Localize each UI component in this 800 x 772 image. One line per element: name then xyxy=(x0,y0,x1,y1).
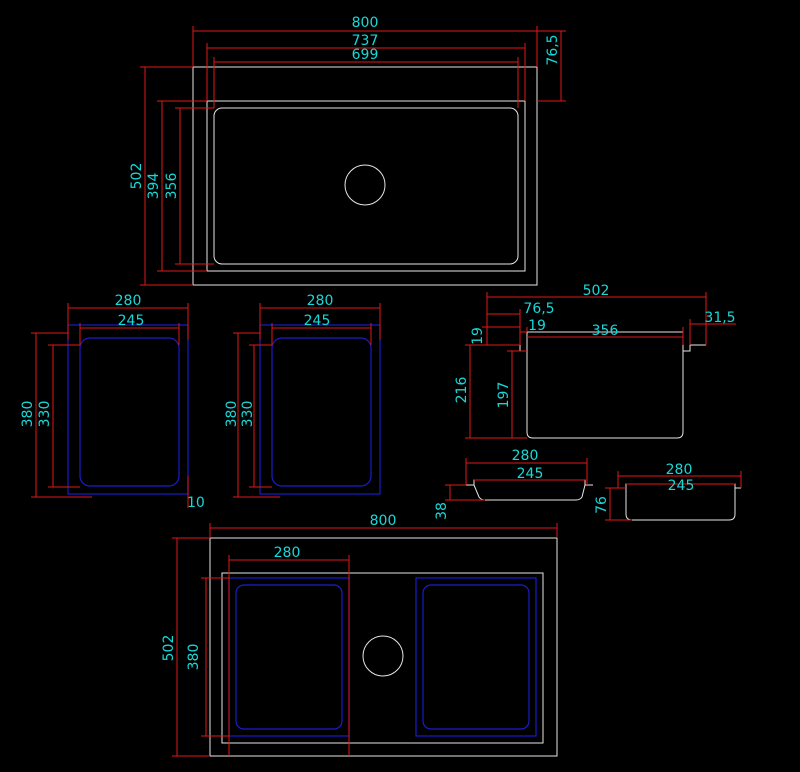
top-width-label: 800 xyxy=(352,15,379,31)
top-bowl-width-label: 699 xyxy=(352,47,379,63)
basket-right: 280 245 380 330 xyxy=(224,293,381,498)
small-section-a-inner-width-label: 245 xyxy=(517,466,544,482)
small-section-a-profile xyxy=(466,479,593,501)
section-width-label: 502 xyxy=(583,283,610,299)
section-view: 502 76,5 19 356 31,5 19 216 197 xyxy=(454,283,736,439)
section-ledge-label: 19 xyxy=(528,318,546,334)
small-section-a: 280 245 38 xyxy=(434,448,593,520)
bottom-inner-outline xyxy=(221,572,544,744)
bottom-outer-outline xyxy=(209,537,558,757)
bottom-drain-hole xyxy=(362,635,404,677)
basket-right-inner-length-label: 330 xyxy=(240,401,256,428)
top-view: 800 737 699 76,5 502 394 356 xyxy=(129,15,566,286)
section-profile xyxy=(466,331,706,439)
top-offset-label: 76,5 xyxy=(545,34,561,65)
drain-hole xyxy=(344,164,386,206)
basket-left: 280 245 380 330 10 xyxy=(20,293,205,511)
bottom-basket-right-outer xyxy=(415,577,537,737)
bottom-basket-left-inner xyxy=(235,584,343,730)
section-rim-label: 76,5 xyxy=(523,301,554,317)
basket-right-width-label: 280 xyxy=(307,293,334,309)
small-section-a-height-label: 38 xyxy=(434,502,450,520)
basket-left-inner-width-label: 245 xyxy=(118,313,145,329)
section-bowl-width-label: 356 xyxy=(592,323,619,339)
basket-left-width-label: 280 xyxy=(115,293,142,309)
bottom-view: 800 280 502 380 xyxy=(161,513,558,757)
bottom-basket-left-outer xyxy=(228,577,350,737)
section-step-label: 19 xyxy=(470,327,486,345)
section-bowl-height-label: 197 xyxy=(496,382,512,409)
small-section-b: 280 245 76 xyxy=(594,462,742,521)
basket-right-inner-width-label: 245 xyxy=(304,313,331,329)
basket-left-inner xyxy=(79,337,180,487)
top-inner-width-label: 737 xyxy=(352,33,379,49)
top-outer-outline xyxy=(192,66,538,286)
basket-right-inner xyxy=(271,337,372,487)
top-depth-label: 502 xyxy=(129,163,145,190)
small-section-b-width-label: 280 xyxy=(666,462,693,478)
basket-left-length-label: 380 xyxy=(20,401,36,428)
bottom-width-label: 800 xyxy=(370,513,397,529)
small-section-a-width-label: 280 xyxy=(512,448,539,464)
basket-left-offset-label: 10 xyxy=(187,495,205,511)
top-bowl-depth-label: 356 xyxy=(164,173,180,200)
section-right-rim-label: 31,5 xyxy=(704,310,735,326)
bottom-basket-length-label: 380 xyxy=(186,644,202,671)
bottom-depth-label: 502 xyxy=(161,635,177,662)
top-inner-outline xyxy=(206,100,526,272)
basket-left-outer xyxy=(67,324,189,495)
section-total-height-label: 216 xyxy=(454,377,470,404)
top-inner-depth-label: 394 xyxy=(146,173,162,200)
bottom-basket-right-inner xyxy=(422,584,530,730)
top-bowl-outline xyxy=(213,107,519,265)
bottom-basket-width-label: 280 xyxy=(274,545,301,561)
small-section-b-height-label: 76 xyxy=(594,496,610,514)
small-section-b-inner-width-label: 245 xyxy=(668,478,695,494)
basket-right-length-label: 380 xyxy=(224,401,240,428)
basket-right-outer xyxy=(259,324,381,495)
basket-left-inner-length-label: 330 xyxy=(37,401,53,428)
